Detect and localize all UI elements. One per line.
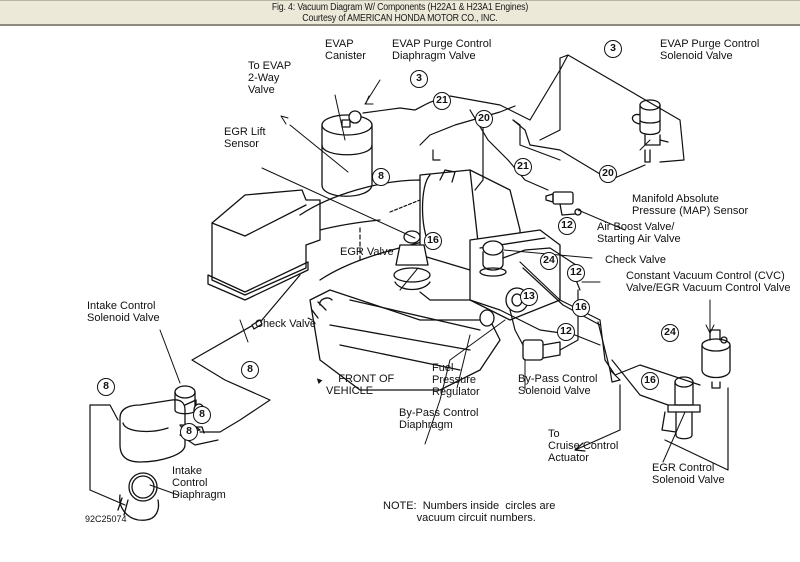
circuit-badge: 21 (433, 92, 451, 110)
figure-caption-bar: Fig. 4: Vacuum Diagram W/ Components (H2… (0, 0, 800, 26)
intake-control-diaphragm (117, 472, 160, 521)
circuit-badge: 16 (424, 232, 442, 250)
circuit-badge: 3 (410, 70, 428, 88)
figure-id: 92C25074 (85, 514, 127, 524)
circuit-badge: 12 (557, 323, 575, 341)
label-fuel-pressure-regulator: Fuel Pressure Regulator (432, 362, 480, 398)
front-of-vehicle-text: FRONT OF VEHICLE (326, 373, 395, 397)
label-cvc-valve: Constant Vacuum Control (CVC) Valve/EGR … (626, 270, 791, 294)
label-evap-purge-solenoid-valve: EVAP Purge Control Solenoid Valve (660, 38, 760, 62)
label-check-valve-right: Check Valve (605, 254, 666, 266)
circuit-badge: 3 (604, 40, 622, 58)
air-boost-valve (479, 240, 507, 277)
bypass-control-solenoid (522, 339, 561, 361)
circuit-badge: 13 (520, 288, 538, 306)
circuit-badge: 21 (514, 158, 532, 176)
figure-title: Fig. 4: Vacuum Diagram W/ Components (H2… (271, 2, 529, 13)
label-map-sensor: Manifold Absolute Pressure (MAP) Sensor (632, 193, 749, 217)
label-intake-control-solenoid-valve: Intake Control Solenoid Valve (87, 300, 160, 324)
evap-purge-solenoid (631, 99, 669, 163)
label-air-boost-valve: Air Boost Valve/ Starting Air Valve (597, 221, 681, 245)
circuit-badge: 20 (599, 165, 617, 183)
air-cleaner-housing (207, 189, 321, 301)
circuit-badge: 8 (180, 423, 198, 441)
egr-control-solenoid (661, 376, 701, 440)
cvc-valve (701, 329, 731, 389)
label-check-valve-left: Check Valve (255, 318, 316, 330)
label-egr-lift-sensor: EGR Lift Sensor (224, 126, 266, 150)
circuit-badge: 8 (241, 361, 259, 379)
label-egr-valve: EGR Valve (340, 246, 394, 258)
circuit-badge: 12 (567, 264, 585, 282)
evap-canister (321, 110, 373, 197)
label-intake-control-diaphragm: Intake Control Diaphragm (172, 465, 226, 501)
circuit-badge: 8 (372, 168, 390, 186)
note-text: NOTE: Numbers inside circles are vacuum … (383, 500, 556, 524)
vacuum-diagram: EVAP Canister EVAP Purge Control Diaphra… (0, 28, 800, 562)
circuit-badge: 24 (661, 324, 679, 342)
egr-valve (393, 230, 431, 291)
leader-lines (149, 79, 715, 496)
label-bypass-control-solenoid-valve: By-Pass Control Solenoid Valve (518, 373, 598, 397)
circuit-badge: 24 (540, 252, 558, 270)
circuit-badge: 8 (193, 406, 211, 424)
label-evap-purge-diaphragm-valve: EVAP Purge Control Diaphragm Valve (392, 38, 492, 62)
label-to-cruise-control-actuator: To Cruise Control Actuator (548, 428, 619, 464)
fuel-pressure-regulator (479, 309, 495, 327)
circuit-badge: 8 (97, 378, 115, 396)
map-sensor (545, 191, 582, 216)
figure-credit: Courtesy of AMERICAN HONDA MOTOR CO., IN… (302, 13, 498, 24)
label-egr-control-solenoid-valve: EGR Control Solenoid Valve (652, 462, 725, 486)
circuit-badge: 12 (558, 217, 576, 235)
circuit-badge: 16 (641, 372, 659, 390)
circuit-badge: 16 (572, 299, 590, 317)
check-valve-left (251, 319, 263, 330)
circuit-badge: 20 (475, 110, 493, 128)
label-to-evap-2way-valve: To EVAP 2-Way Valve (248, 60, 292, 96)
intake-manifold (309, 289, 501, 391)
label-bypass-control-diaphragm: By-Pass Control Diaphragm (399, 407, 479, 431)
label-evap-canister: EVAP Canister (325, 38, 366, 62)
label-front-of-vehicle: FRONT OF VEHICLE (326, 361, 394, 409)
